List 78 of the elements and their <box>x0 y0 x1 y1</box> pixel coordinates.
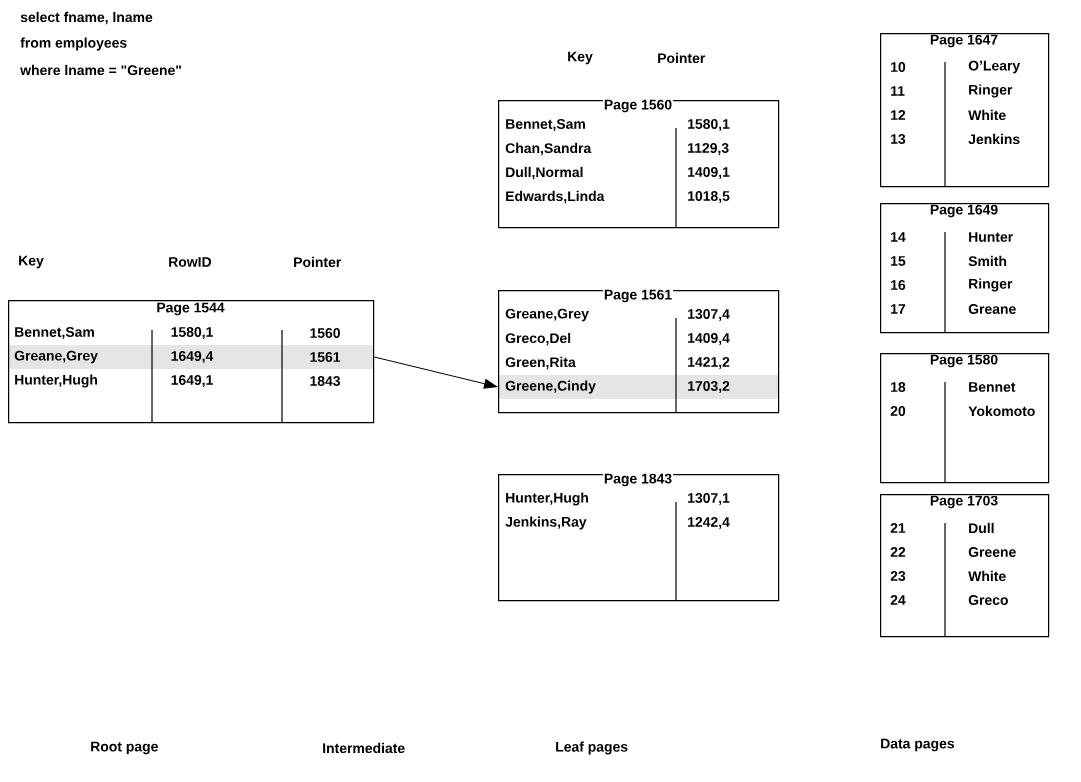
table-cell: 1560 <box>310 328 340 338</box>
table-cell: Greane <box>968 304 1016 314</box>
table-cell: Greane,Grey <box>14 350 98 364</box>
query-line: select fname, lname <box>20 11 153 25</box>
table-cell: Smith <box>968 255 1007 267</box>
table-cell: 1580,1 <box>171 327 213 339</box>
page-heading: Page 1561 <box>602 289 674 303</box>
table-cell: Ringer <box>969 278 1013 292</box>
table-cell: Chan,Sandra <box>505 142 592 156</box>
table-cell: 14 <box>891 232 906 242</box>
table-cell: 1129,3 <box>688 143 729 155</box>
table-cell: 12 <box>891 110 906 120</box>
query-line: where lname = "Greene" <box>20 64 181 76</box>
table-cell: Bennet <box>969 382 1016 392</box>
table-cell: 1580,1 <box>688 119 730 131</box>
table-cell: Bennet,Sam <box>15 327 94 339</box>
table-cell: O’Leary <box>968 60 1021 74</box>
table-cell: Jenkins <box>968 133 1020 145</box>
table-cell: 1307,4 <box>688 309 730 321</box>
table-cell: 22 <box>890 547 906 557</box>
table-cell: 1649,4 <box>171 351 214 363</box>
table-cell: Greene <box>968 547 1016 557</box>
table-cell: 18 <box>891 382 906 392</box>
table-cell: 11 <box>891 86 905 96</box>
table-cell: 20 <box>890 406 906 416</box>
table-cell: Yokomoto <box>968 405 1035 417</box>
table-cell: 16 <box>891 280 906 290</box>
query-line: from employees <box>20 37 127 51</box>
level-caption: Intermediate <box>323 742 405 754</box>
page-heading: Page 1580 <box>928 354 1000 368</box>
table-cell: 10 <box>891 62 906 72</box>
page-heading: Page 1703 <box>928 495 1000 509</box>
column-header: Key <box>19 255 44 269</box>
table-cell: Ringer <box>969 84 1013 98</box>
table-cell: Hunter,Hugh <box>506 492 589 506</box>
page-heading: Page 1843 <box>602 473 674 487</box>
table-cell: 21 <box>890 523 906 533</box>
table-cell: White <box>968 109 1006 121</box>
column-header: Pointer <box>658 52 706 64</box>
arrow <box>373 356 498 389</box>
page-heading: Page 1647 <box>928 34 1000 48</box>
column-header: RowID <box>169 257 211 267</box>
column-header: Pointer <box>294 256 342 268</box>
table-cell: 1409,4 <box>688 333 730 345</box>
table-cell: Edwards,Linda <box>506 190 605 204</box>
table-cell: Dull <box>969 522 994 534</box>
table-cell: 1409,1 <box>688 167 730 179</box>
table-cell: 1703,2 <box>688 381 730 393</box>
table-cell: 1421,2 <box>688 357 730 369</box>
table-cell: 1843 <box>310 376 340 386</box>
level-caption: Data pages <box>881 738 955 752</box>
level-caption: Root page <box>91 741 158 755</box>
table-cell: Hunter <box>969 232 1013 242</box>
table-cell: 1561 <box>310 352 341 362</box>
table-cell: 1307,1 <box>688 493 730 505</box>
table-cell: Greco,Del <box>505 332 571 346</box>
table-cell: 15 <box>891 256 906 266</box>
column-header: Key <box>568 51 593 65</box>
table-cell: 24 <box>890 595 906 605</box>
table-cell: Bennet,Sam <box>506 119 585 131</box>
table-cell: Greane,Grey <box>505 308 589 322</box>
table-cell: 23 <box>890 571 906 581</box>
table-cell: 1242,4 <box>688 517 730 529</box>
table-cell: Greco <box>968 595 1008 605</box>
table-cell: 1649,1 <box>171 375 213 387</box>
table-cell: Jenkins,Ray <box>505 516 587 530</box>
table-cell: 17 <box>891 304 906 314</box>
table-cell: White <box>968 570 1006 582</box>
page-heading: Page 1544 <box>155 302 226 316</box>
page-heading: Page 1560 <box>602 99 674 113</box>
level-caption: Leaf pages <box>556 741 628 755</box>
table-cell: 13 <box>891 134 906 144</box>
table-cell: Hunter,Hugh <box>15 374 98 388</box>
table-cell: Greene,Cindy <box>505 380 596 394</box>
table-cell: 1018,5 <box>688 191 730 203</box>
table-cell: Green,Rita <box>505 356 576 370</box>
table-cell: Dull,Normal <box>506 166 583 180</box>
page-heading: Page 1649 <box>928 204 1000 218</box>
